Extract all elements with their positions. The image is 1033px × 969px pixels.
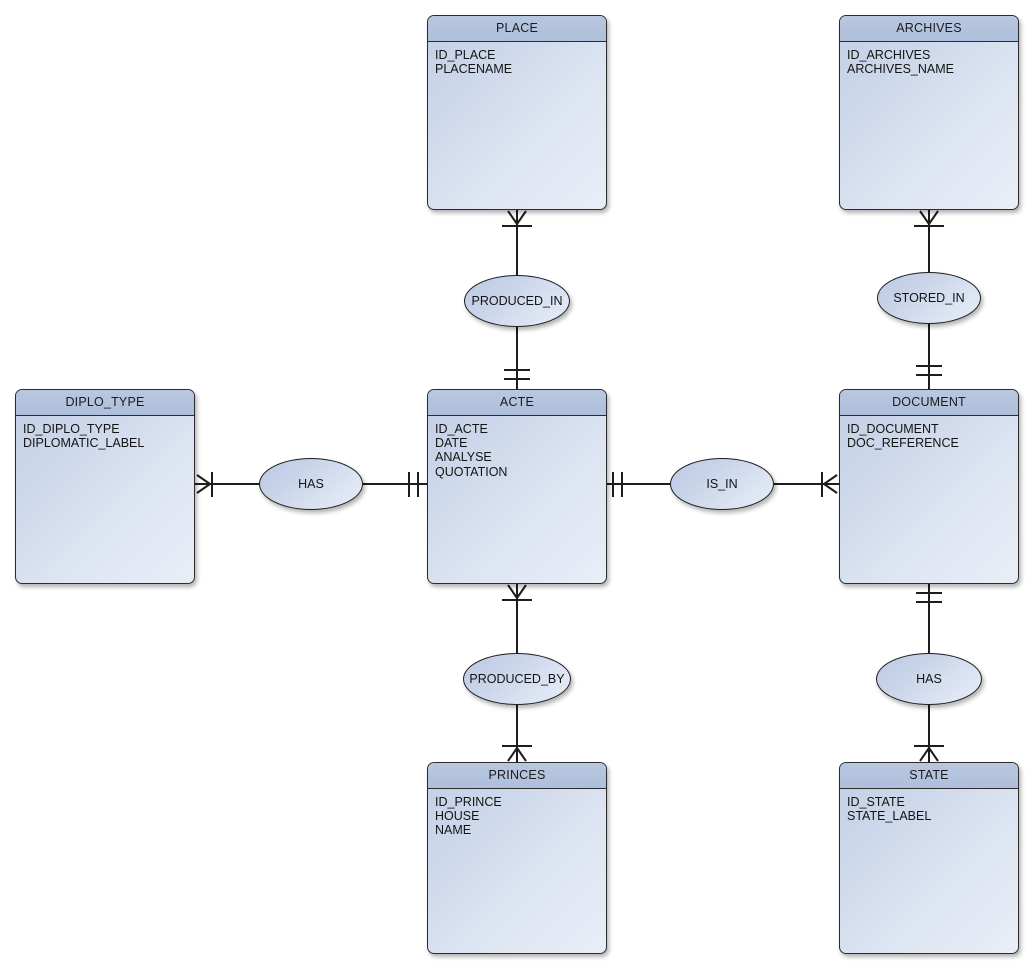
entity-archives-title: ARCHIVES <box>840 16 1018 42</box>
relationship-is-in-label: IS_IN <box>706 477 738 491</box>
relationship-has-state[interactable]: HAS <box>876 653 982 705</box>
entity-princes-attributes: ID_PRINCE HOUSE NAME <box>428 789 606 838</box>
attribute: ID_ARCHIVES <box>847 48 931 62</box>
attribute: STATE_LABEL <box>847 809 932 824</box>
entity-state-title: STATE <box>840 763 1018 789</box>
crowfoot-document-left <box>821 472 838 497</box>
onlyone-acte-top <box>504 369 530 380</box>
relationship-produced-in-label: PRODUCED_IN <box>471 294 563 308</box>
entity-document[interactable]: DOCUMENT ID_DOCUMENT DOC_REFERENCE <box>839 389 1019 584</box>
onlyone-document-bottom <box>916 592 942 603</box>
entity-archives-attributes: ID_ARCHIVES ARCHIVES_NAME <box>840 42 1018 76</box>
onlyone-document-top <box>916 365 942 376</box>
attribute: ID_PLACE <box>435 48 496 62</box>
attribute: HOUSE <box>435 809 480 824</box>
entity-diplo-type-attributes: ID_DIPLO_TYPE DIPLOMATIC_LABEL <box>16 416 194 450</box>
crowfoot-state-top <box>914 745 944 762</box>
attribute: PLACENAME <box>435 62 513 77</box>
attribute: ID_PRINCE <box>435 795 502 809</box>
entity-state-attributes: ID_STATE STATE_LABEL <box>840 789 1018 823</box>
relationship-produced-by[interactable]: PRODUCED_BY <box>463 653 571 705</box>
attribute: ID_DIPLO_TYPE <box>23 422 120 436</box>
crowfoot-archives-bottom <box>914 210 944 227</box>
entity-diplo-type[interactable]: DIPLO_TYPE ID_DIPLO_TYPE DIPLOMATIC_LABE… <box>15 389 195 584</box>
relationship-produced-by-label: PRODUCED_BY <box>469 672 565 686</box>
crowfoot-diplo_type-right <box>196 472 213 497</box>
entity-state[interactable]: STATE ID_STATE STATE_LABEL <box>839 762 1019 954</box>
entity-acte-attributes: ID_ACTE DATE ANALYSE QUOTATION <box>428 416 606 479</box>
relationship-produced-in[interactable]: PRODUCED_IN <box>464 275 570 327</box>
attribute: DIPLOMATIC_LABEL <box>23 436 145 451</box>
entity-acte[interactable]: ACTE ID_ACTE DATE ANALYSE QUOTATION <box>427 389 607 584</box>
attribute: NAME <box>435 823 472 838</box>
attribute: QUOTATION <box>435 464 508 479</box>
relationship-has-state-label: HAS <box>916 672 942 686</box>
onlyone-acte-left <box>408 472 419 497</box>
entity-princes-title: PRINCES <box>428 763 606 789</box>
onlyone-acte-right <box>612 472 623 497</box>
entity-diplo-type-title: DIPLO_TYPE <box>16 390 194 416</box>
entity-acte-title: ACTE <box>428 390 606 416</box>
attribute: ARCHIVES_NAME <box>847 62 954 77</box>
entity-document-title: DOCUMENT <box>840 390 1018 416</box>
relationship-is-in[interactable]: IS_IN <box>670 458 774 510</box>
attribute: ID_STATE <box>847 795 905 809</box>
entity-document-attributes: ID_DOCUMENT DOC_REFERENCE <box>840 416 1018 450</box>
relationship-stored-in[interactable]: STORED_IN <box>877 272 981 324</box>
entity-archives[interactable]: ARCHIVES ID_ARCHIVES ARCHIVES_NAME <box>839 15 1019 210</box>
relationship-has-diplo-type-label: HAS <box>298 477 324 491</box>
relationship-has-diplo-type[interactable]: HAS <box>259 458 363 510</box>
crowfoot-princes-top <box>502 745 532 762</box>
relationship-stored-in-label: STORED_IN <box>893 291 965 305</box>
crowfoot-acte-bottom <box>502 584 532 601</box>
entity-place[interactable]: PLACE ID_PLACE PLACENAME <box>427 15 607 210</box>
attribute: ID_ACTE <box>435 422 488 436</box>
entity-place-title: PLACE <box>428 16 606 42</box>
attribute: ANALYSE <box>435 450 492 465</box>
entity-place-attributes: ID_PLACE PLACENAME <box>428 42 606 76</box>
attribute: DOC_REFERENCE <box>847 436 959 451</box>
crowfoot-place-bottom <box>502 210 532 227</box>
entity-princes[interactable]: PRINCES ID_PRINCE HOUSE NAME <box>427 762 607 954</box>
attribute: ID_DOCUMENT <box>847 422 939 436</box>
attribute: DATE <box>435 436 468 451</box>
